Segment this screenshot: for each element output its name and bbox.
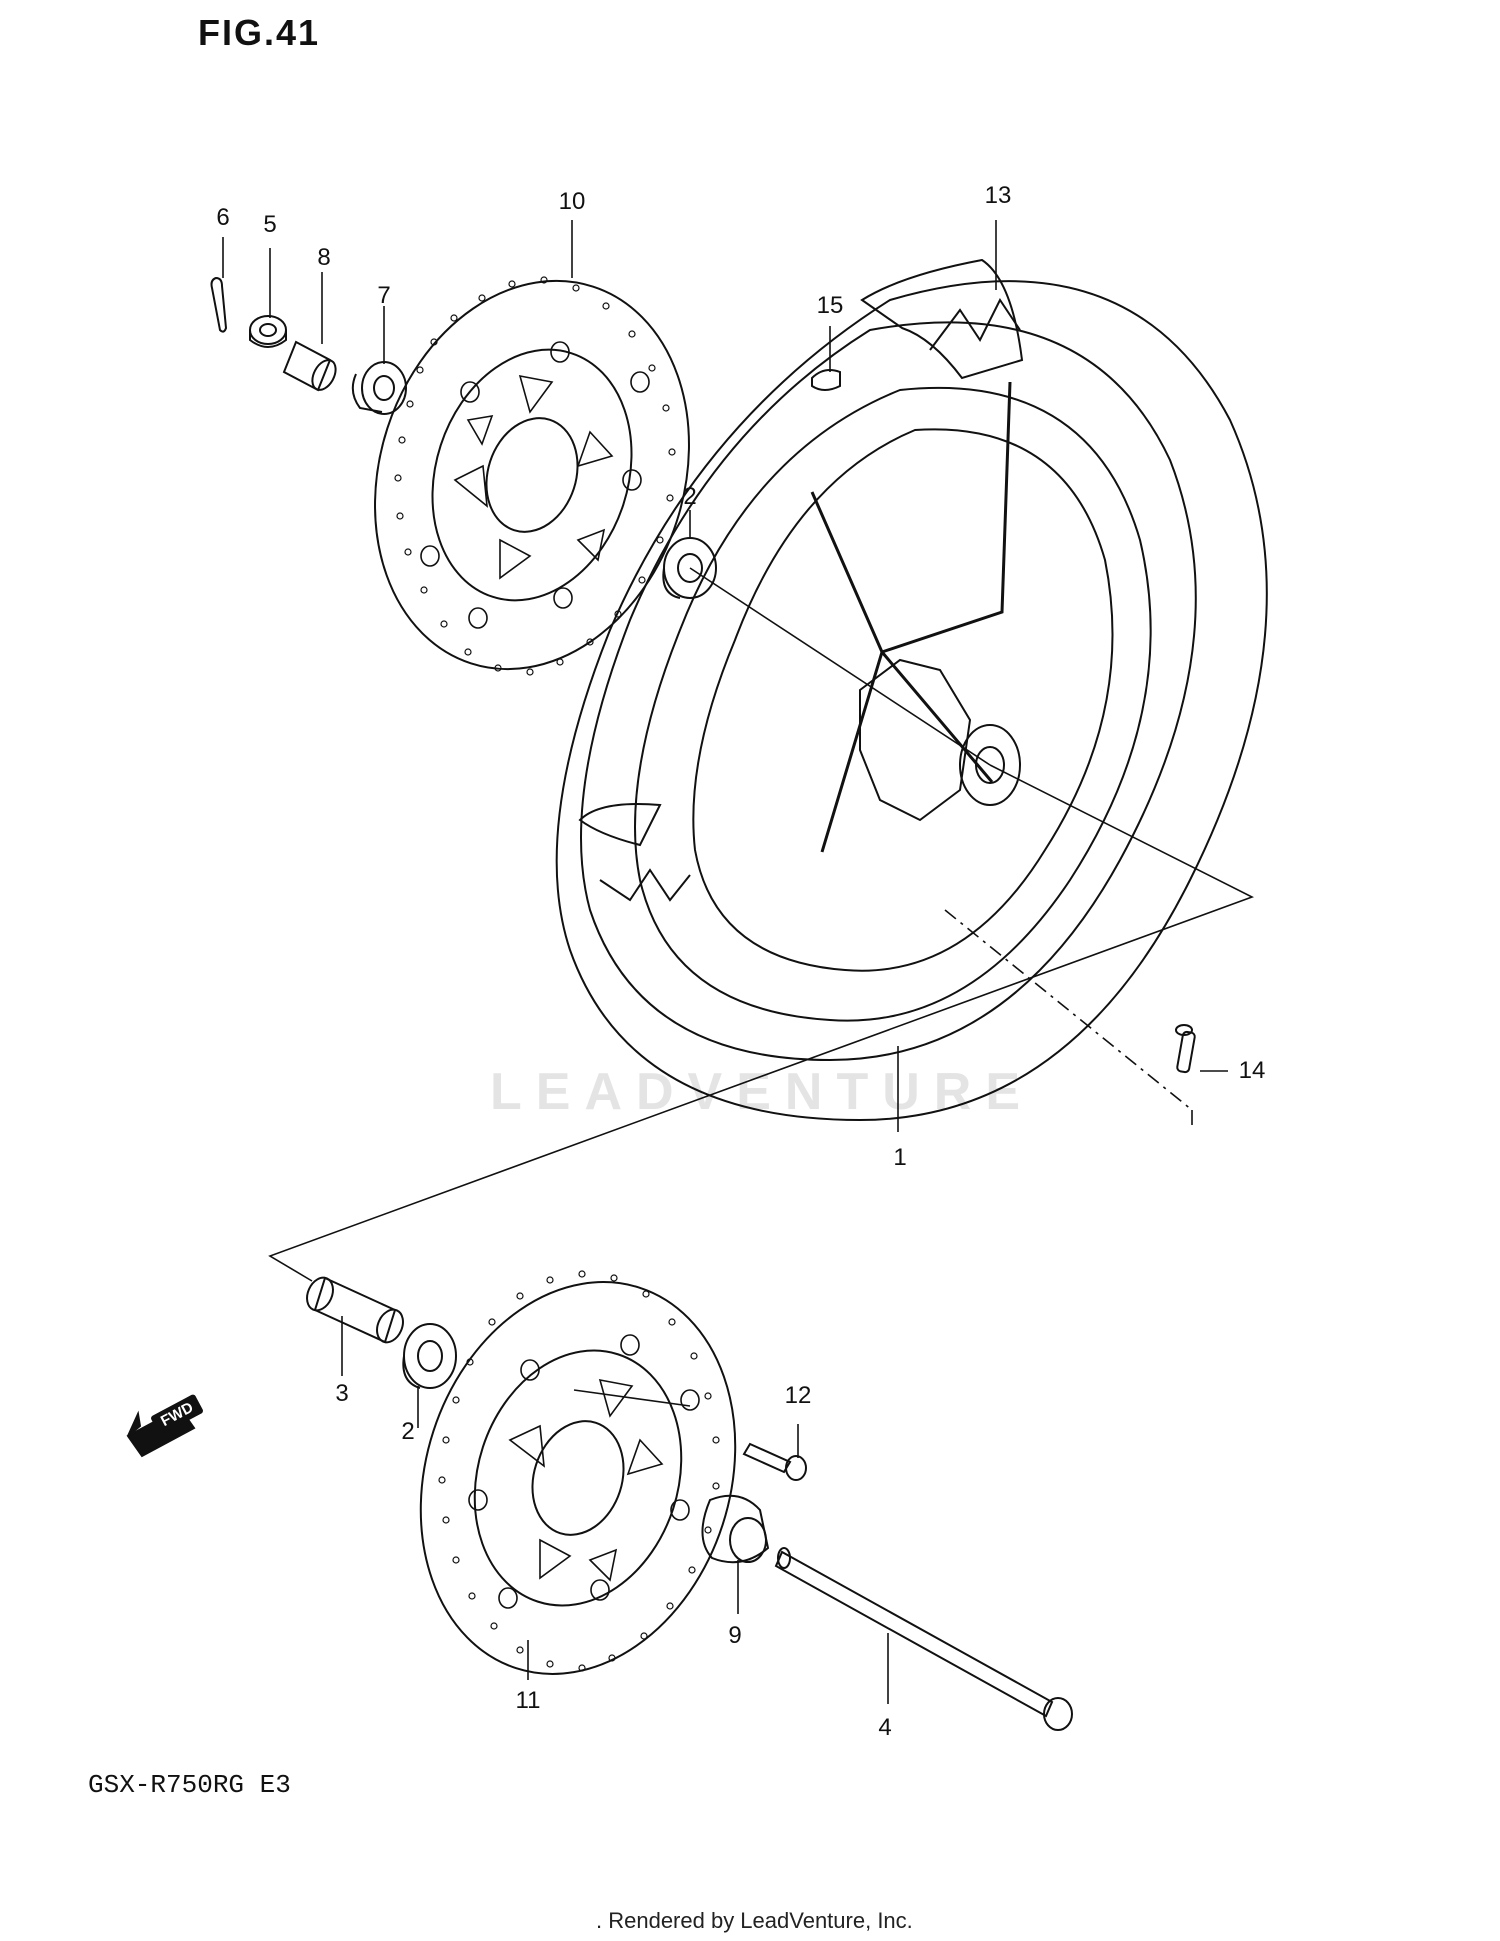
callout-6: 6 — [216, 204, 230, 231]
assembly-guide-lines — [268, 567, 1255, 1407]
spacer-cap — [701, 1494, 770, 1564]
lower-spacer — [306, 1276, 404, 1344]
valve-stem — [1175, 1024, 1196, 1074]
upper-brake-disc — [374, 276, 690, 676]
callout-10: 10 — [558, 188, 586, 215]
spacer — [351, 361, 407, 415]
disc-bolt — [742, 1442, 807, 1481]
callout-11: 11 — [515, 1687, 541, 1714]
axle-nut — [249, 315, 287, 348]
callout-12: 12 — [784, 1382, 812, 1409]
callout-3: 3 — [335, 1380, 349, 1407]
watermark: LEADVENTURE — [490, 1063, 1035, 1121]
figure-title: FIG.41 — [198, 12, 321, 53]
callout-8: 8 — [317, 244, 331, 271]
lower-brake-disc — [419, 1270, 737, 1675]
callout-2-lower: 2 — [401, 1418, 415, 1445]
front-wheel — [555, 258, 1268, 1122]
callout-1: 1 — [893, 1144, 907, 1171]
leader-lines — [222, 220, 1228, 1704]
callout-15: 15 — [816, 292, 844, 319]
balancer-weight — [811, 369, 841, 391]
callout-13: 13 — [984, 182, 1012, 209]
callout-4: 4 — [878, 1714, 892, 1741]
footer-credit: . Rendered by LeadVenture, Inc. — [596, 1908, 913, 1933]
lower-bearing — [402, 1323, 457, 1389]
callout-5: 5 — [263, 211, 277, 238]
front-axle — [774, 1547, 1073, 1731]
callout-9: 9 — [728, 1622, 742, 1649]
callout-2-upper: 2 — [683, 483, 697, 510]
callout-14: 14 — [1238, 1057, 1266, 1084]
collar — [282, 340, 337, 392]
model-code: GSX-R750RG E3 — [88, 1770, 291, 1800]
callout-7: 7 — [377, 282, 391, 309]
cotter-pin — [210, 276, 228, 333]
